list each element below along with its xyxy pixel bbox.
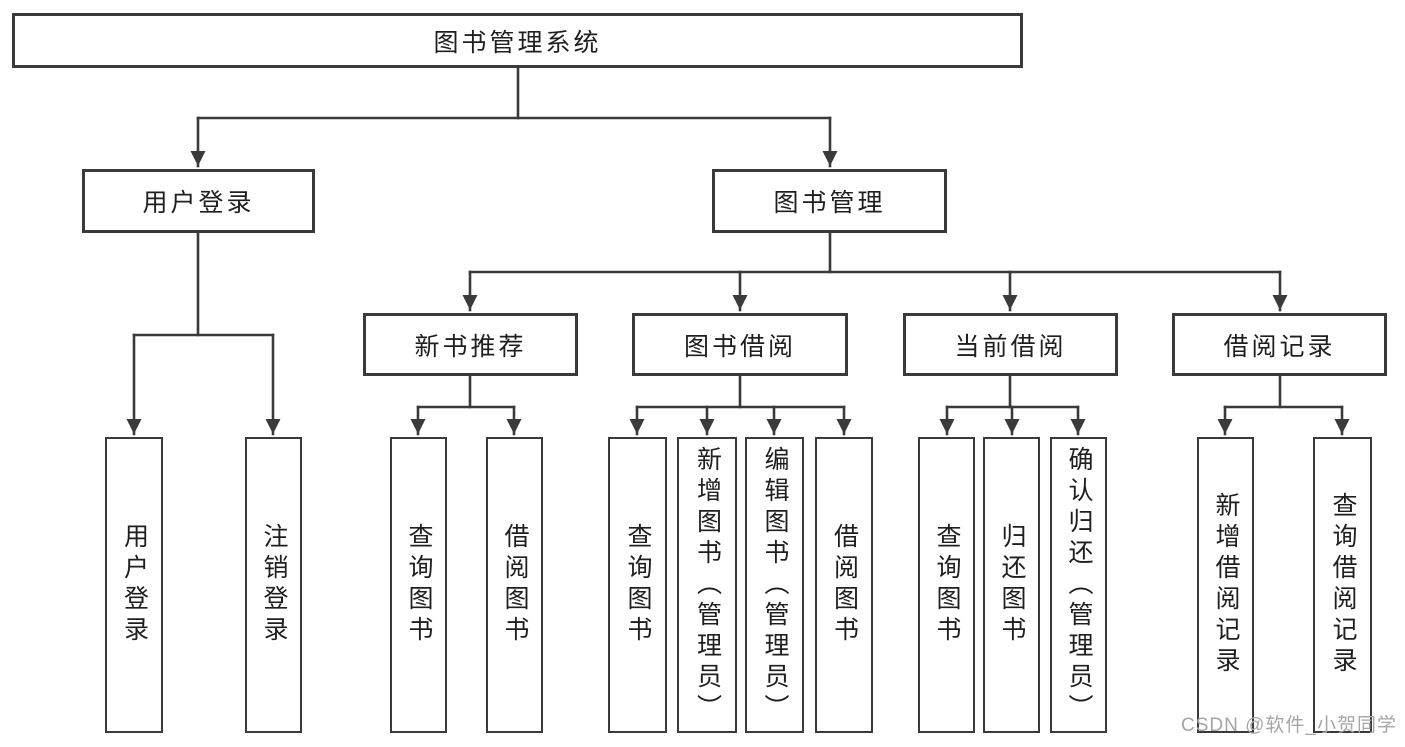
leaf-label: 归还图书 [998, 523, 1026, 647]
leaf-label: 用户登录 [120, 523, 149, 647]
node-library-system: 图书管理系统 [12, 13, 1023, 68]
node-label: 图书管理 [773, 189, 886, 217]
node-new-book-recommend: 新书推荐 [363, 313, 578, 376]
leaf-query-current-borrow: 查询图书 [918, 437, 975, 733]
leaf-label: 借阅图书 [830, 523, 859, 647]
leaf-query-borrow-record: 查询借阅记录 [1313, 437, 1372, 733]
leaf-add-borrow-record: 新增借阅记录 [1197, 437, 1254, 733]
leaf-label: 查询借阅记录 [1329, 492, 1357, 678]
leaf-label: 新增借阅记录 [1212, 492, 1240, 678]
leaf-return-books: 归还图书 [983, 437, 1040, 733]
node-book-management: 图书管理 [712, 169, 947, 233]
node-user-login: 用户登录 [82, 169, 315, 233]
leaf-confirm-return-admin: 确认归还（管理员） [1050, 437, 1107, 733]
node-label: 借阅记录 [1223, 332, 1336, 361]
leaf-edit-books-admin: 编辑图书（管理员） [745, 437, 804, 733]
node-borrow-records: 借阅记录 [1172, 313, 1387, 376]
leaf-label: 查询图书 [624, 523, 652, 647]
leaf-add-books-admin: 新增图书（管理员） [677, 437, 737, 733]
leaf-query-books: 查询图书 [608, 437, 667, 733]
leaf-label: 注销登录 [260, 523, 288, 647]
node-label: 新书推荐 [414, 332, 527, 361]
leaf-label: 借阅图书 [501, 523, 529, 647]
node-current-borrow: 当前借阅 [903, 313, 1118, 376]
leaf-logout: 注销登录 [245, 437, 302, 733]
node-label: 用户登录 [142, 189, 255, 217]
leaf-borrow-books-recommend: 借阅图书 [486, 437, 543, 733]
node-book-borrow: 图书借阅 [632, 313, 848, 376]
leaf-borrow-books: 借阅图书 [815, 437, 873, 733]
leaf-label: 查询图书 [405, 523, 433, 647]
csdn-watermark: CSDN @软件_小贺同学 [1181, 715, 1397, 736]
leaf-label: 编辑图书（管理员） [761, 445, 789, 725]
leaf-label: 新增图书（管理员） [693, 445, 722, 725]
leaf-label: 查询图书 [933, 523, 961, 647]
node-label: 当前借阅 [954, 332, 1067, 361]
node-label: 图书借阅 [683, 332, 796, 361]
node-label: 图书管理系统 [433, 28, 602, 57]
leaf-label: 确认归还（管理员） [1065, 445, 1093, 725]
leaf-user-login: 用户登录 [105, 437, 163, 733]
leaf-query-books-recommend: 查询图书 [390, 437, 447, 733]
